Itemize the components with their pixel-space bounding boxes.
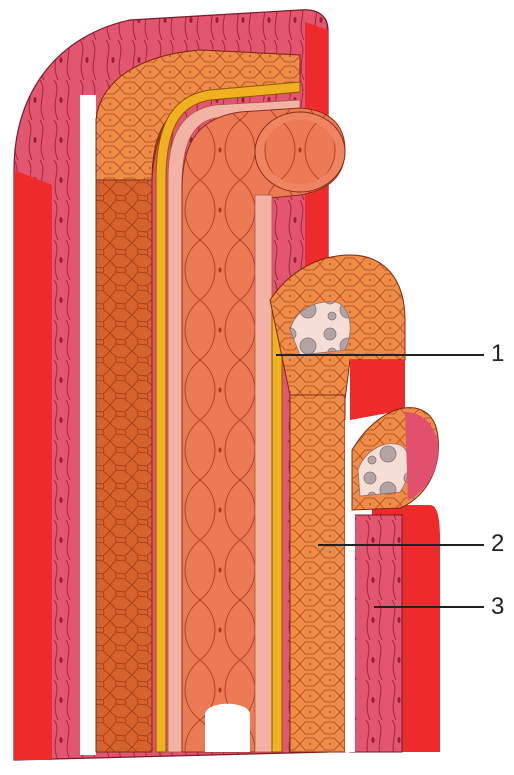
media-column-right (290, 395, 345, 752)
media-step-lower (352, 408, 438, 510)
callout-label-1: 1 (491, 342, 504, 366)
pale-layer-right (255, 195, 272, 752)
elastic-lamina-right (272, 300, 282, 752)
lumen-opening (205, 704, 250, 752)
space-left (80, 95, 96, 755)
callout-label-2: 2 (491, 532, 504, 556)
callout-label-3: 3 (491, 595, 504, 619)
